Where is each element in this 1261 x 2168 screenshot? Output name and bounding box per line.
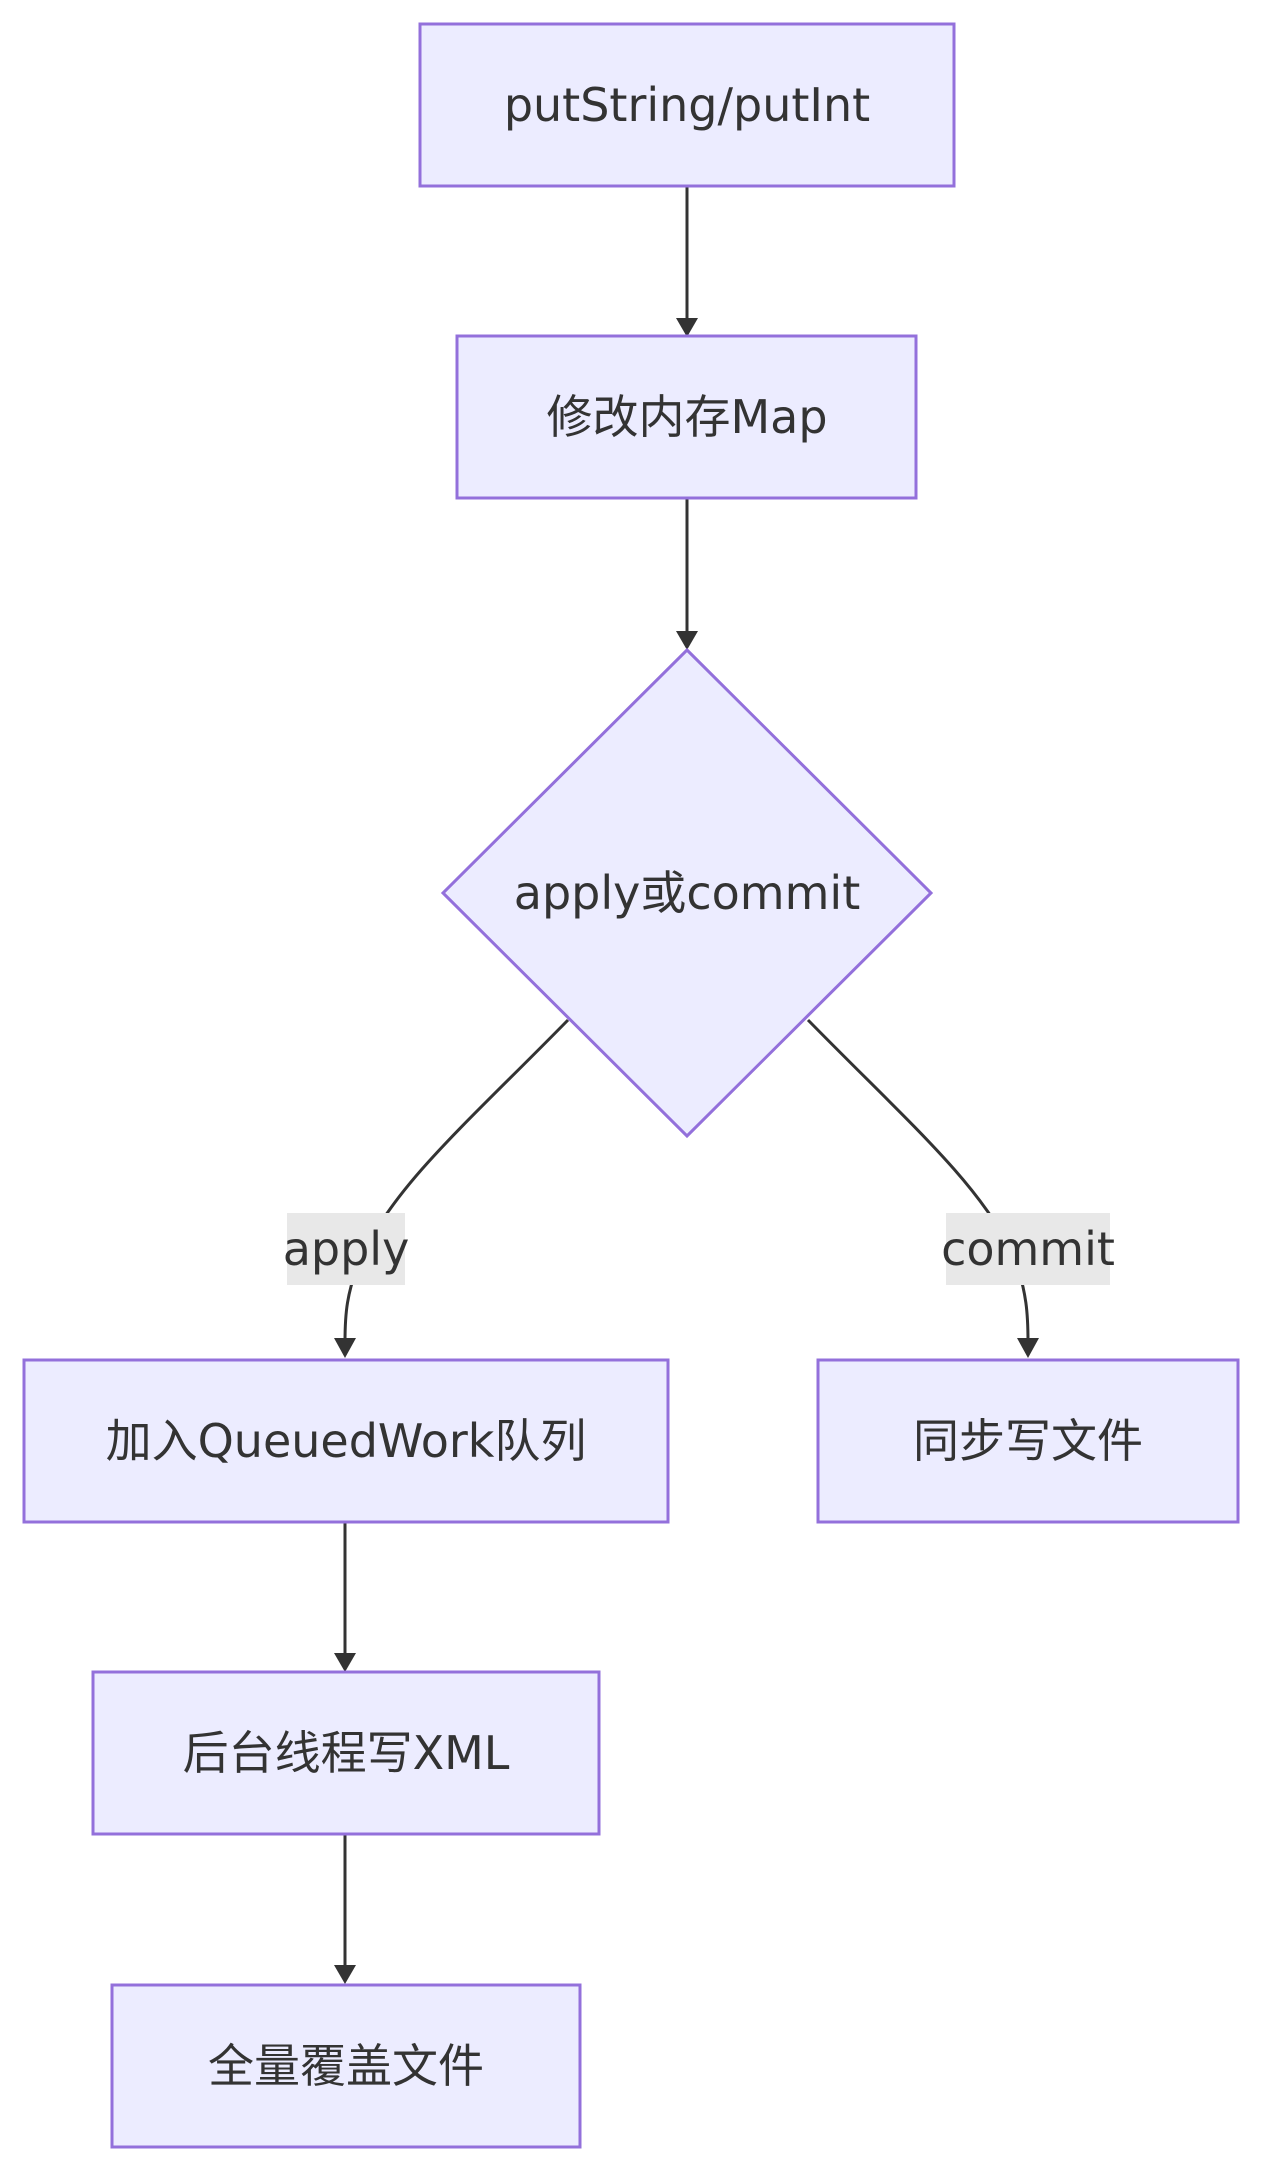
edge-label-commit-text: commit [941,1222,1115,1276]
arrowhead-queued-to-bg [334,1653,356,1672]
node-decision-label: apply或commit [514,866,860,920]
node-queued-work-label: 加入QueuedWork队列 [106,1414,587,1468]
arrowhead-decision-to-sync [1017,1338,1039,1358]
edge-label-commit: commit [941,1213,1115,1285]
node-full-overwrite-label: 全量覆盖文件 [208,2039,484,2093]
node-put-label: putString/putInt [504,78,870,132]
edge-decision-to-queued [343,1018,570,1343]
edge-label-apply: apply [283,1213,410,1285]
arrowhead-decision-to-queued [334,1338,356,1358]
arrowhead-modify-to-decision [676,631,698,650]
node-decision: apply或commit [440,647,934,1139]
node-sync-write-label: 同步写文件 [913,1414,1143,1468]
node-put: putString/putInt [418,22,956,188]
edge-label-apply-text: apply [283,1222,410,1276]
node-modify-map: 修改内存Map [455,334,918,500]
arrowhead-bg-to-full [334,1965,356,1984]
node-queued-work: 加入QueuedWork队列 [22,1358,670,1524]
node-full-overwrite: 全量覆盖文件 [110,1983,582,2149]
node-bg-thread-label: 后台线程写XML [183,1726,510,1780]
node-bg-thread: 后台线程写XML [91,1670,601,1836]
node-sync-write: 同步写文件 [816,1358,1240,1524]
node-modify-map-label: 修改内存Map [546,390,827,444]
arrowhead-put-to-modify [676,318,698,337]
edge-decision-to-sync [806,1018,1030,1343]
